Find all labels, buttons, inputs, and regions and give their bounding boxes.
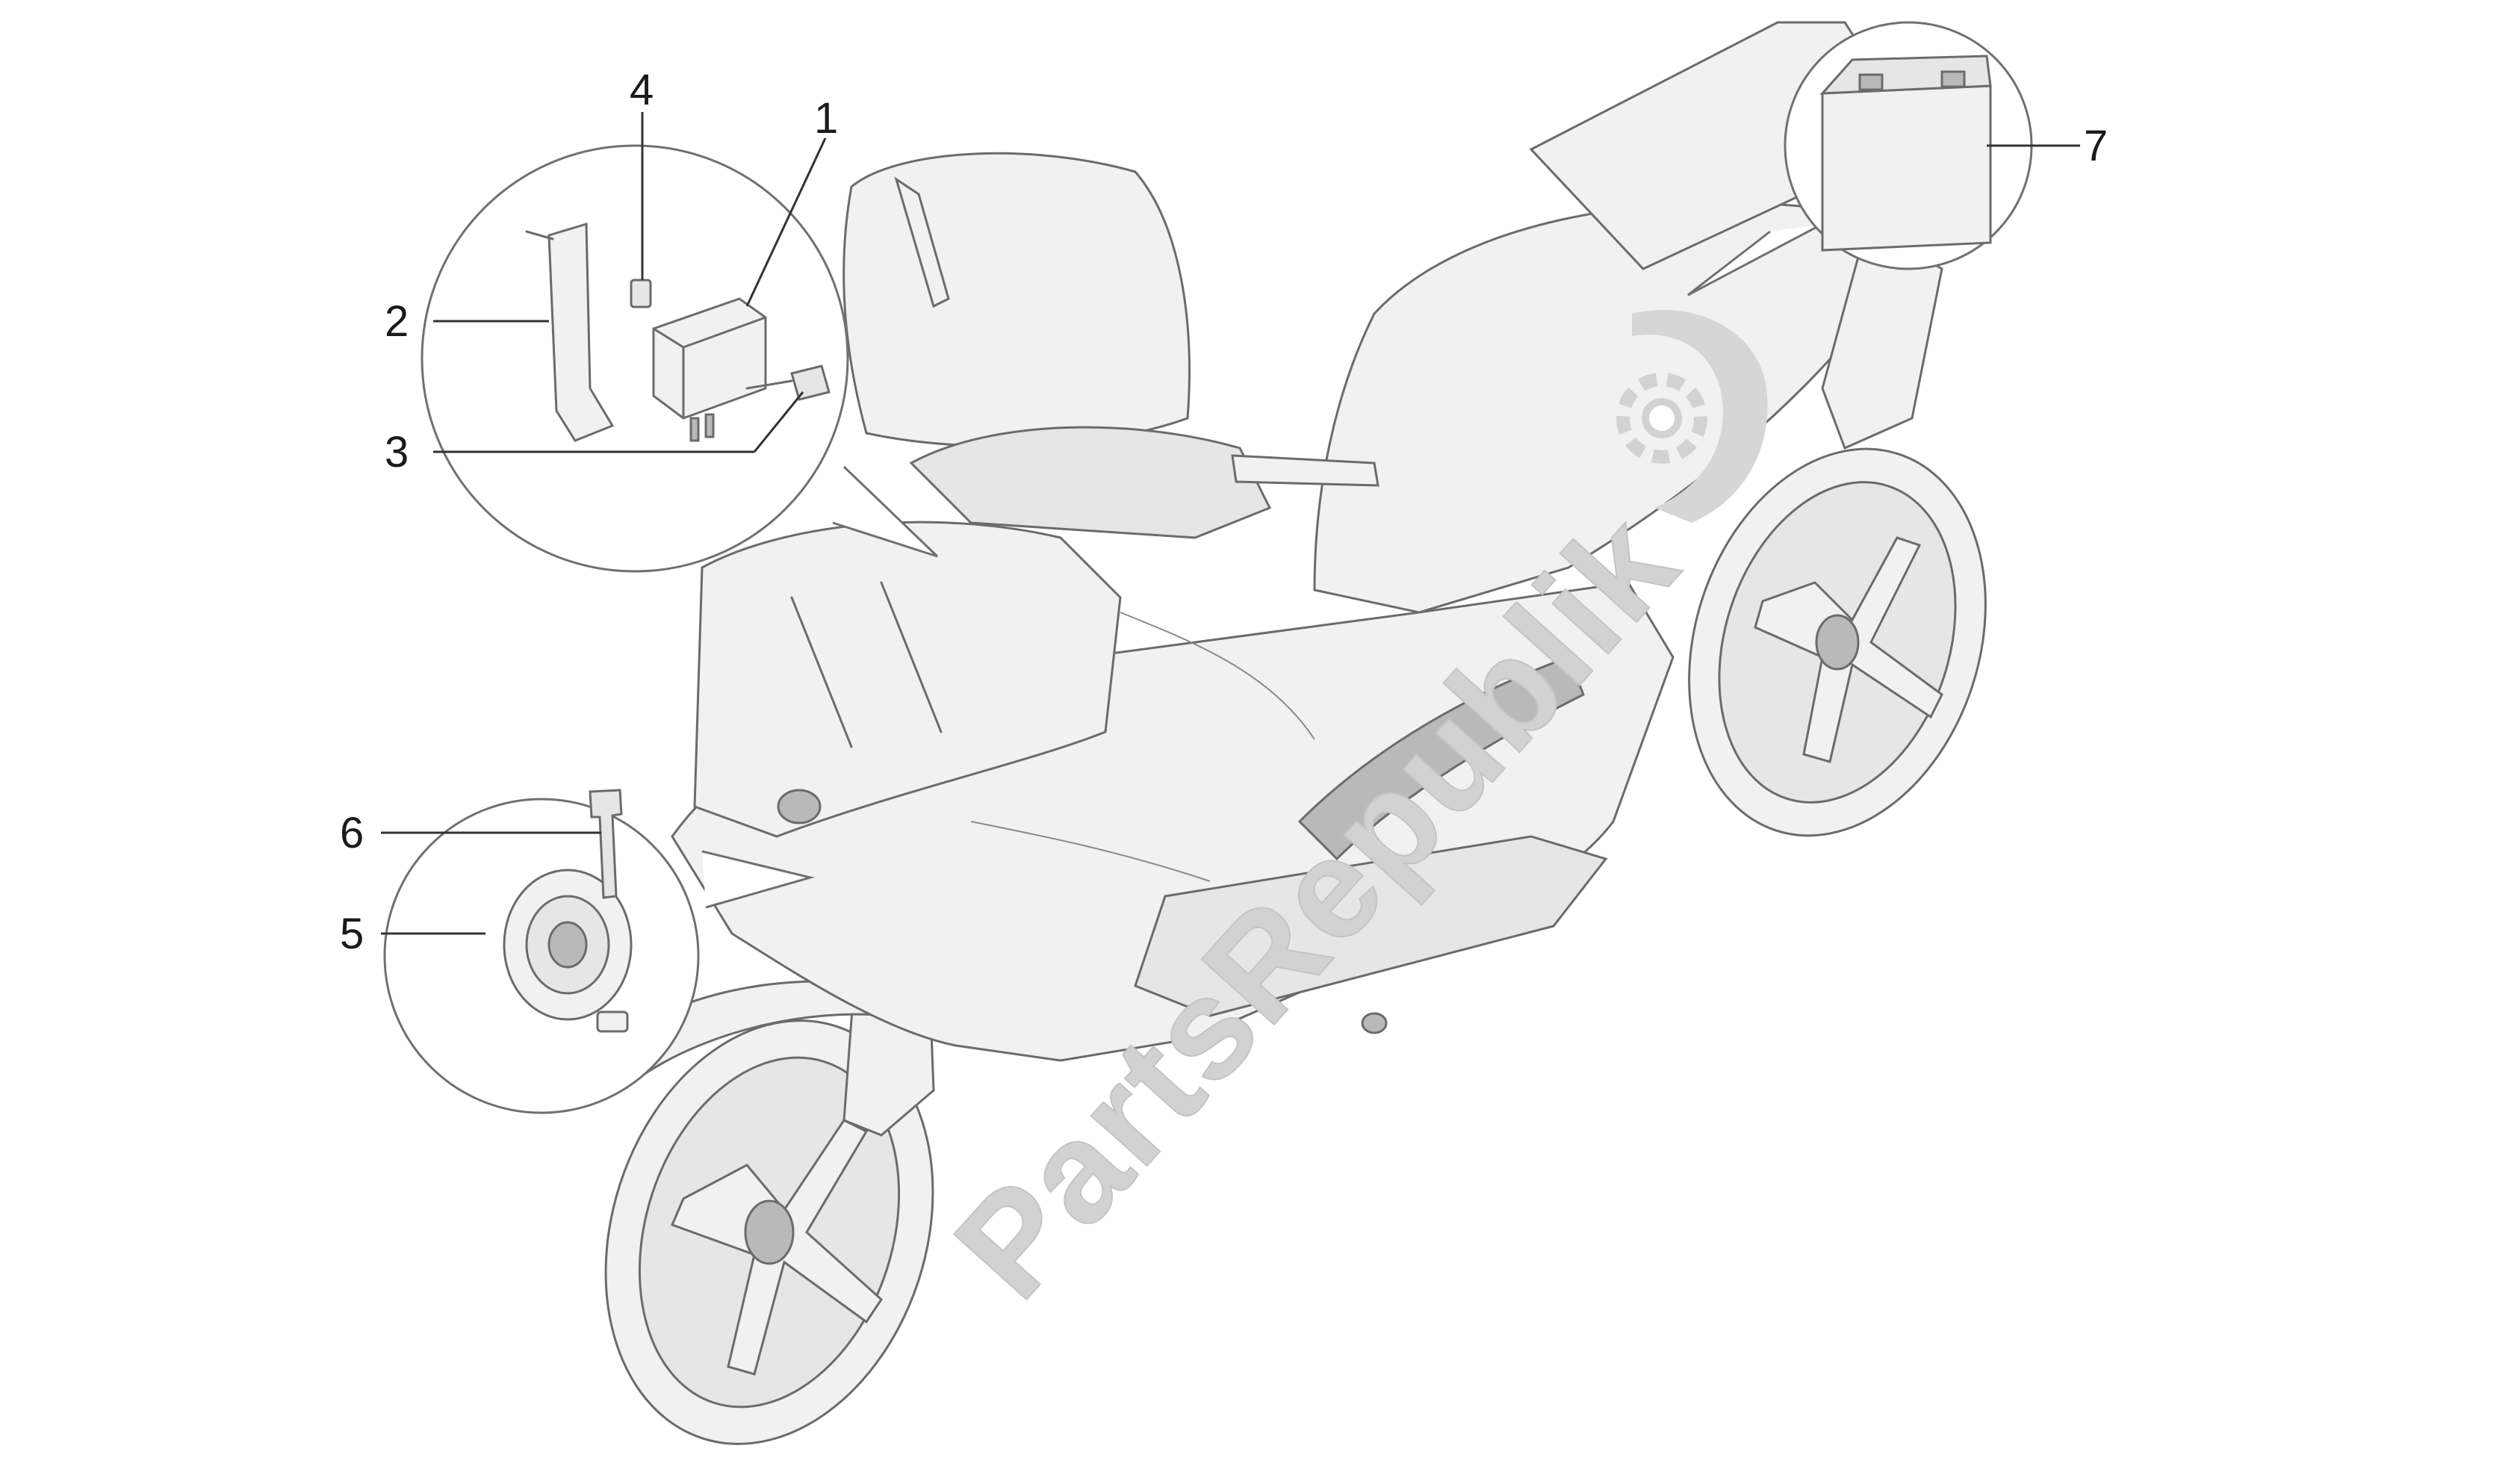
horn-detail-callout	[383, 789, 815, 1114]
screw-part	[790, 364, 831, 401]
leader-lines	[381, 112, 2080, 935]
watermark-gear-icon	[1616, 309, 1768, 523]
handlebar-cover	[909, 426, 1272, 539]
side-stripe	[1297, 656, 1585, 861]
mirror-stalk	[894, 176, 950, 308]
callout-label-3: 3	[385, 428, 409, 476]
callout-label-2: 2	[385, 297, 409, 346]
battery-part	[1821, 84, 1992, 252]
callout-label-6: 6	[340, 809, 364, 857]
callout-label-1: 1	[814, 94, 838, 143]
callout-label-5: 5	[340, 910, 364, 958]
part-number-labels: 1 2 3 4 5 6 7	[340, 66, 2108, 958]
scooter-illustration	[604, 21, 1987, 1445]
windscreen	[842, 152, 1191, 447]
clip-part	[630, 279, 652, 308]
callout-label-4: 4	[630, 66, 654, 114]
leg-shield	[693, 521, 1122, 838]
bracket-part	[547, 222, 615, 442]
front-wheel	[604, 1019, 934, 1445]
handle-grip-right	[1231, 454, 1380, 487]
callout-label-7: 7	[2084, 122, 2108, 170]
floorboard	[1134, 835, 1608, 1017]
horn-bolt-part	[589, 789, 623, 899]
relay-detail-callout	[420, 144, 939, 573]
rear-wheel	[1688, 447, 1987, 837]
